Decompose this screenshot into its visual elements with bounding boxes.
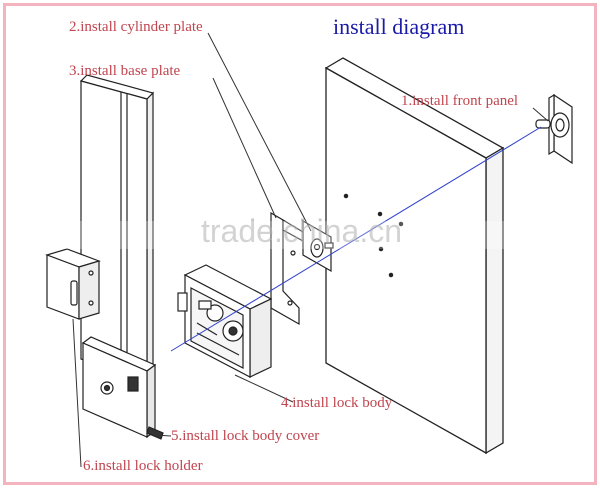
- step-label-3: 3.install base plate: [69, 63, 181, 79]
- lock-body-part: [177, 264, 273, 378]
- assembly-axis-line: [170, 126, 542, 352]
- diagram-title: install diagram: [333, 14, 465, 39]
- watermark-band: [3, 221, 597, 249]
- step-label-1: 1.install front panel: [401, 93, 519, 109]
- diagram-canvas: trade.china.cn install diagram 1.install…: [3, 3, 597, 485]
- exploded-view-drawing: [45, 32, 573, 468]
- leader-lines: [72, 32, 549, 468]
- step-label-6: 6.install lock holder: [83, 458, 203, 474]
- step-label-2: 2.install cylinder plate: [69, 19, 203, 35]
- lock-body-cover-part: [81, 336, 164, 440]
- step-label-5: 5.install lock body cover: [171, 428, 320, 444]
- door-panel: [324, 57, 505, 455]
- lock-holder-part: [45, 248, 101, 320]
- watermark-text: trade.china.cn: [201, 213, 403, 249]
- step-label-4: 4.install lock body: [281, 395, 393, 411]
- front-panel-part: [535, 93, 573, 165]
